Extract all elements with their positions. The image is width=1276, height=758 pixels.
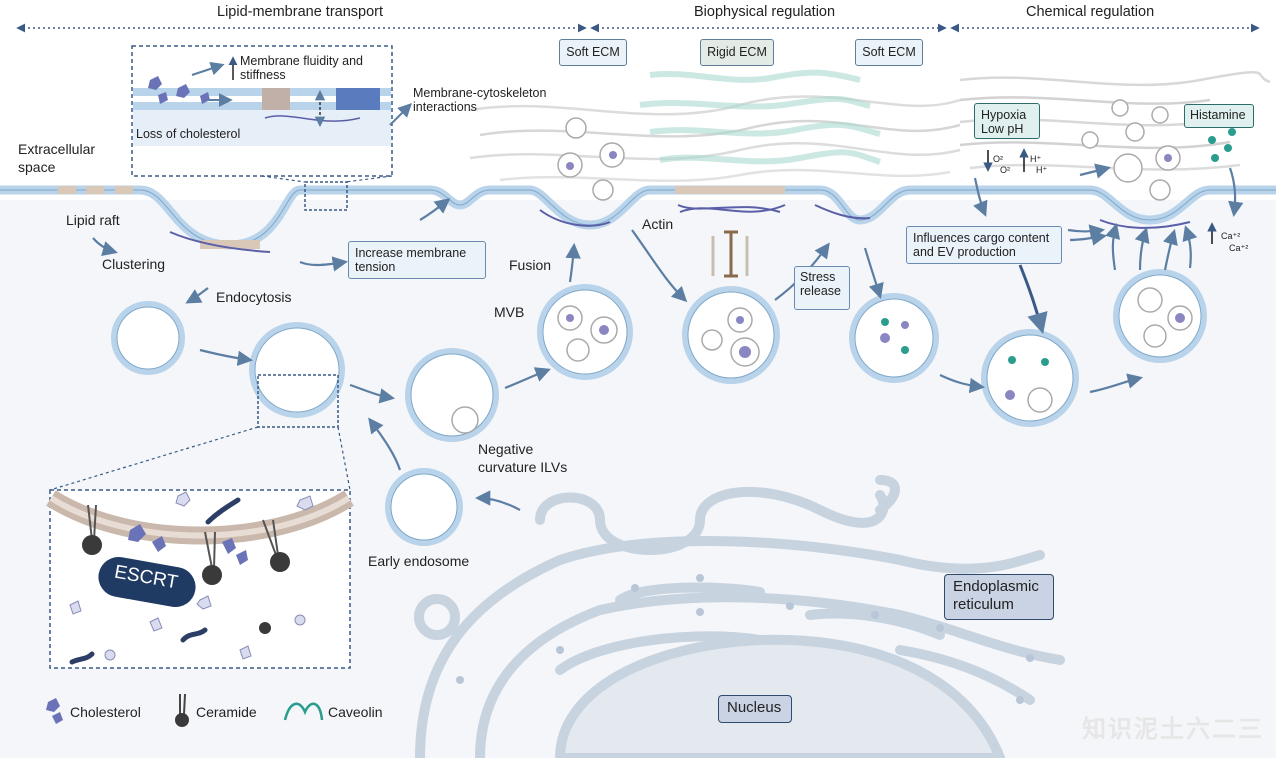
increase-membrane-tension-box: Increase membrane tension	[348, 241, 486, 279]
soft-ecm-left-box: Soft ECM	[559, 39, 627, 66]
mvb-label: MVB	[494, 304, 525, 320]
legend-caveolin: Caveolin	[328, 704, 383, 720]
negative-curvature-label: Negative curvature ILVs	[478, 441, 568, 475]
tension-bars	[724, 230, 738, 278]
header-lipid-transport: Lipid-membrane transport	[217, 4, 384, 20]
flow-arrows	[92, 163, 1244, 511]
vesicles	[111, 269, 1207, 546]
proton-label-a: H⁺	[1030, 154, 1042, 164]
endoplasmic-reticulum-box: Endoplasmic reticulum	[944, 574, 1054, 620]
watermark: 知识泥土六二三	[1082, 716, 1264, 743]
soft-ecm-right-box: Soft ECM	[855, 39, 923, 66]
stress-release-box: Stress release	[794, 266, 850, 310]
rigid-ecm-box: Rigid ECM	[700, 39, 774, 66]
loss-of-cholesterol-label: Loss of cholesterol	[136, 127, 241, 141]
extracellular-space-label: Extracellular space	[18, 141, 96, 175]
endoplasmic-reticulum	[414, 475, 1065, 758]
oxygen-label-a: O²	[993, 154, 1003, 164]
membrane-cytoskeleton-label: Membrane-cytoskeleton interactions	[413, 86, 547, 114]
clustering-label: Clustering	[102, 256, 166, 272]
legend-glyphs	[46, 693, 324, 727]
actin-label: Actin	[642, 216, 674, 232]
header-chemical: Chemical regulation	[1026, 4, 1155, 20]
influences-cargo-box: Influences cargo content and EV producti…	[906, 226, 1062, 264]
ecm-fibers	[469, 69, 1271, 183]
proton-label-b: H⁺	[1036, 165, 1048, 175]
legend-cholesterol: Cholesterol	[70, 704, 141, 720]
early-endosome-label: Early endosome	[368, 553, 470, 569]
nucleus-box: Nucleus	[718, 695, 792, 723]
oxygen-label-b: O²	[1000, 165, 1010, 175]
calcium-label-a: Ca⁺²	[1221, 231, 1241, 241]
escrt-complex	[98, 556, 196, 608]
membrane-fluidity-label: Membrane fluidity and stiffness	[240, 54, 363, 82]
header-biophysical: Biophysical regulation	[694, 4, 836, 20]
histamine-box: Histamine	[1184, 104, 1254, 128]
endocytosis-label: Endocytosis	[216, 289, 292, 305]
legend-ceramide: Ceramide	[196, 704, 257, 720]
calcium-label-b: Ca⁺²	[1229, 243, 1249, 253]
hypoxia-box: Hypoxia Low pH	[974, 103, 1040, 139]
lipid-raft-label: Lipid raft	[66, 212, 120, 228]
fusion-label: Fusion	[509, 257, 552, 273]
